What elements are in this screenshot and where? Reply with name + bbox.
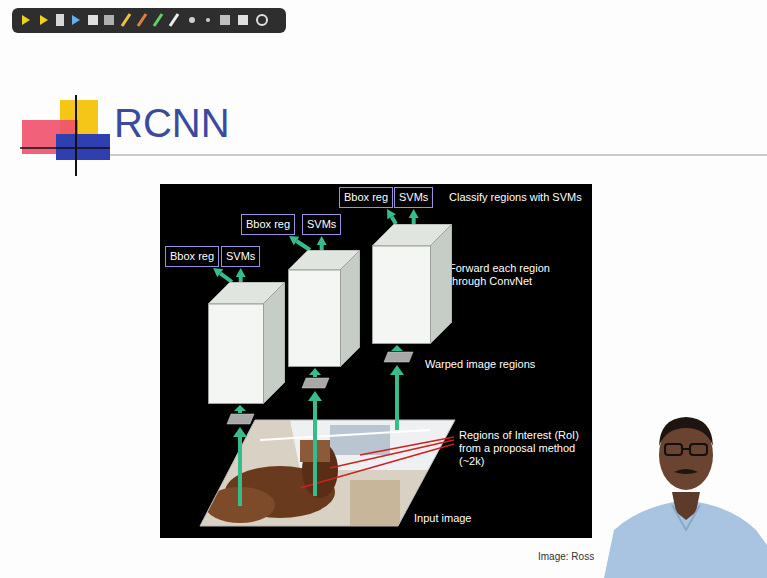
title-rule [110, 154, 767, 156]
cube-front [373, 246, 431, 344]
slide-title: RCNN [114, 100, 230, 146]
convnet-cube [208, 282, 285, 404]
panel-note: Forward each region through ConvNet [449, 262, 567, 288]
connector-line [297, 241, 310, 250]
connector-line [392, 217, 396, 224]
box-label: SVMs [399, 191, 428, 204]
output-box: SVMs [302, 214, 341, 235]
roi-leader-lines [300, 437, 454, 488]
panel-note: Classify regions with SVMs [449, 191, 582, 204]
cube-front [289, 270, 341, 367]
figure-panel [160, 184, 592, 538]
convnet-cube [288, 250, 360, 367]
arrow-head [387, 209, 396, 219]
connector-arrow [289, 236, 310, 250]
arrow-head [317, 236, 327, 245]
toolbar [12, 8, 286, 33]
arrow-head [409, 209, 419, 218]
connector-line [239, 277, 243, 282]
box-label: Bbox reg [246, 218, 290, 231]
box-label: SVMs [307, 218, 336, 231]
connector-arrow [213, 268, 232, 282]
cube-side [430, 224, 452, 344]
output-box: SVMs [394, 187, 433, 208]
panel-note: Warped image regions [425, 358, 535, 371]
arrow-head [289, 236, 299, 245]
connector-line [412, 218, 416, 224]
cube-front [209, 304, 264, 404]
box-label: Bbox reg [170, 250, 214, 263]
connector-line [220, 273, 232, 282]
image-credit: Image: Ross [538, 551, 594, 563]
connector-line [320, 245, 324, 250]
output-box: SVMs [221, 246, 260, 267]
convnet-cube [372, 224, 452, 344]
cube-outline [208, 282, 285, 404]
output-box: Bbox reg [241, 214, 295, 235]
slide-logo [20, 95, 110, 176]
cube-side [263, 282, 285, 404]
cube-side [340, 250, 360, 367]
box-label: Bbox reg [344, 191, 388, 204]
connector-arrow [317, 236, 327, 250]
connector-arrow [409, 209, 419, 224]
output-box: Bbox reg [165, 246, 219, 267]
arrow-head [213, 268, 223, 277]
output-box: Bbox reg [339, 187, 393, 208]
panel-note: Regions of Interest (RoI) from a proposa… [459, 429, 587, 468]
cube-outline [288, 250, 360, 367]
cube-outline [372, 224, 452, 344]
panel-note: Input image [414, 512, 471, 525]
toolbar-icons [22, 14, 267, 26]
arrow-head [236, 268, 246, 277]
connector-arrow [236, 268, 246, 282]
image-plane-outline [200, 420, 455, 526]
connector-arrow [387, 209, 396, 224]
presenter-figure [604, 417, 767, 578]
box-label: SVMs [226, 250, 255, 263]
